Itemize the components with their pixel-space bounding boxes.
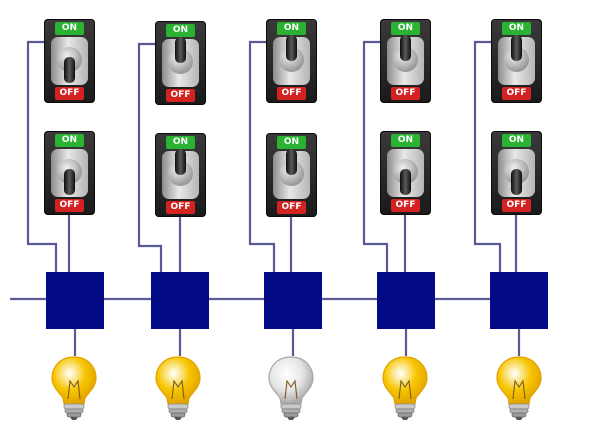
switch-label-on: ON <box>502 22 531 35</box>
wire-top-switch <box>248 40 276 272</box>
toggle-switch-icon[interactable]: ON OFF <box>155 21 206 105</box>
switch-label-on: ON <box>55 134 84 147</box>
switch-lever <box>175 149 186 175</box>
logic-gate-block <box>151 272 209 329</box>
wire-top-switch <box>473 40 502 272</box>
switch-label-off: OFF <box>166 89 195 102</box>
switch-lever <box>511 35 522 61</box>
switch-label-off: OFF <box>391 87 420 100</box>
light-bulb-icon <box>50 355 98 421</box>
switch-lever <box>64 169 75 195</box>
logic-gate-block <box>46 272 104 329</box>
switch-label-on: ON <box>166 136 195 149</box>
switch-label-off: OFF <box>391 199 420 212</box>
toggle-switch-icon[interactable]: ON OFF <box>491 19 542 103</box>
switch-label-off: OFF <box>55 87 84 100</box>
switch-label-off: OFF <box>166 201 195 214</box>
switch-label-off: OFF <box>277 201 306 214</box>
switch-lever <box>286 149 297 175</box>
switch-label-on: ON <box>502 134 531 147</box>
switch-label-off: OFF <box>55 199 84 212</box>
switch-lever <box>400 169 411 195</box>
switch-lever <box>511 169 522 195</box>
switch-label-on: ON <box>277 22 306 35</box>
toggle-switch-icon[interactable]: ON OFF <box>44 131 95 215</box>
light-bulb-icon <box>267 355 315 421</box>
light-bulb-icon <box>154 355 202 421</box>
light-bulb-icon <box>381 355 429 421</box>
toggle-switch-icon[interactable]: ON OFF <box>44 19 95 103</box>
toggle-switch-icon[interactable]: ON OFF <box>491 131 542 215</box>
toggle-switch-icon[interactable]: ON OFF <box>380 19 431 103</box>
wire-top-switch <box>26 40 58 272</box>
switch-lever <box>286 35 297 61</box>
light-bulb-icon <box>495 355 543 421</box>
switch-label-off: OFF <box>502 87 531 100</box>
switch-lever <box>64 57 75 83</box>
toggle-switch-icon[interactable]: ON OFF <box>380 131 431 215</box>
logic-gate-block <box>377 272 435 329</box>
wire-top-switch <box>137 42 163 272</box>
switch-label-on: ON <box>277 136 306 149</box>
logic-gate-block <box>264 272 322 329</box>
toggle-switch-icon[interactable]: ON OFF <box>266 133 317 217</box>
toggle-switch-icon[interactable]: ON OFF <box>155 133 206 217</box>
toggle-switch-icon[interactable]: ON OFF <box>266 19 317 103</box>
logic-gate-block <box>490 272 548 329</box>
switch-label-on: ON <box>391 22 420 35</box>
switch-label-on: ON <box>55 22 84 35</box>
switch-label-on: ON <box>391 134 420 147</box>
switch-lever <box>175 37 186 63</box>
switch-lever <box>400 35 411 61</box>
switch-label-off: OFF <box>502 199 531 212</box>
switch-label-off: OFF <box>277 87 306 100</box>
switch-label-on: ON <box>166 24 195 37</box>
wire-top-switch <box>362 40 389 272</box>
